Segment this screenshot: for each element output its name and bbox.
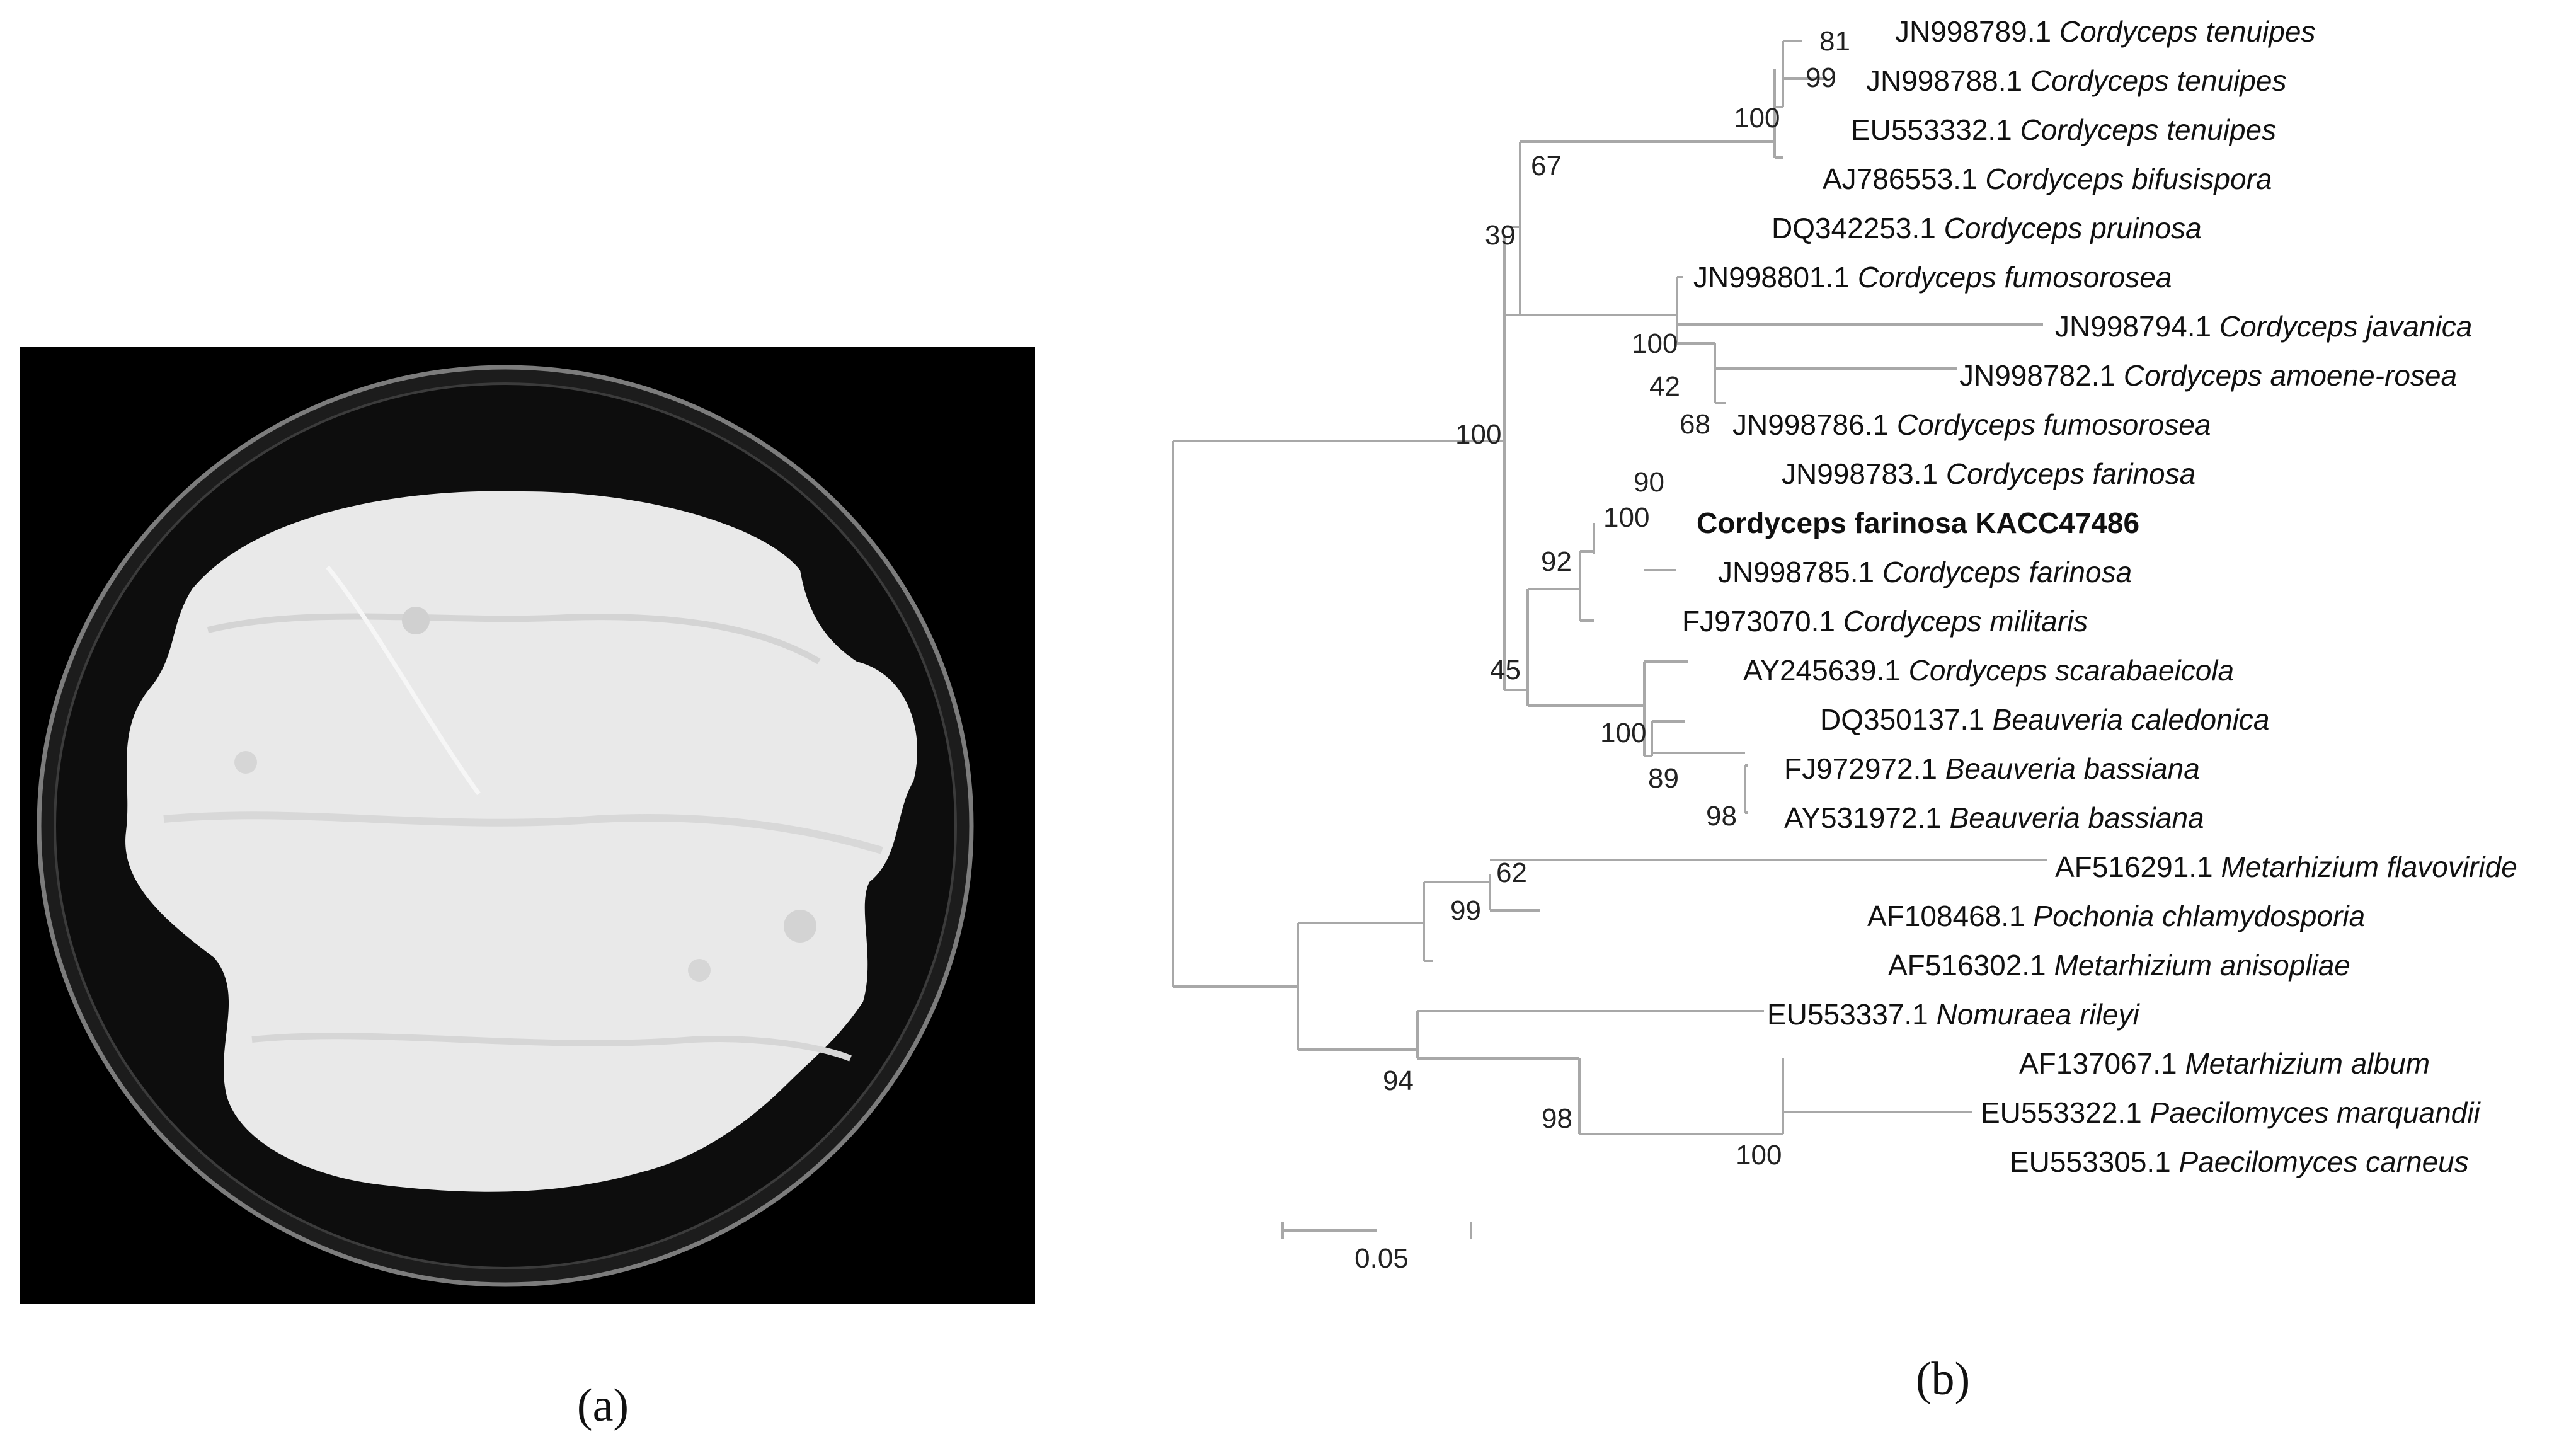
fungal-colony — [125, 491, 917, 1192]
taxon-label: JN998794.1 Cordyceps javanica — [2055, 310, 2472, 343]
panel-a-label: (a) — [577, 1380, 629, 1431]
colony-spot — [688, 959, 711, 982]
colony-texture — [207, 613, 821, 665]
taxon-label: AY531972.1 Beauveria bassiana — [1784, 801, 2204, 834]
taxon-label: JN998801.1 Cordyceps fumosorosea — [1693, 261, 2172, 294]
taxon-label: JN998785.1 Cordyceps farinosa — [1718, 556, 2132, 588]
bootstrap-value: 89 — [1648, 763, 1679, 794]
panel-a-photo — [20, 347, 1035, 1304]
bootstrap-value: 99 — [1450, 895, 1481, 926]
taxon-label: JN998782.1 Cordyceps amoene-rosea — [1959, 359, 2457, 392]
taxon-label: JN998788.1 Cordyceps tenuipes — [1866, 64, 2286, 97]
colony-texture — [163, 811, 883, 854]
colony-spot — [784, 910, 816, 943]
bootstrap-value: 39 — [1485, 220, 1516, 251]
colony-spot — [234, 751, 257, 774]
bootstrap-value: 100 — [1603, 502, 1649, 533]
bootstrap-value: 98 — [1706, 801, 1737, 832]
bootstrap-value: 94 — [1383, 1065, 1414, 1096]
taxon-label: AY245639.1 Cordyceps scarabaeicola — [1743, 654, 2234, 687]
bootstrap-value: 99 — [1806, 62, 1836, 93]
panel-b-label: (b) — [1916, 1353, 1970, 1405]
taxon-label: FJ972972.1 Beauveria bassiana — [1784, 752, 2200, 785]
bootstrap-value: 100 — [1632, 328, 1678, 359]
taxon-label: EU553337.1 Nomuraea rileyi — [1767, 998, 2140, 1031]
scale-bar: 0.05 — [1281, 1222, 1472, 1274]
taxon-label: JN998786.1 Cordyceps fumosorosea — [1732, 408, 2211, 441]
bootstrap-value: 100 — [1736, 1140, 1782, 1171]
bootstrap-value: 81 — [1819, 26, 1850, 57]
colony-spot — [402, 607, 430, 634]
colony-streak — [326, 565, 481, 796]
taxon-label: AF516302.1 Metarhizium anisopliae — [1888, 949, 2350, 982]
bootstrap-value: 100 — [1600, 718, 1646, 748]
taxon-label: AJ786553.1 Cordyceps bifusispora — [1823, 163, 2272, 195]
taxon-label: AF137067.1 Metarhizium album — [2019, 1047, 2430, 1080]
panel-b-tree: JN998789.1 Cordyceps tenuipes JN998788.1… — [1172, 15, 2517, 1274]
taxon-label: FJ973070.1 Cordyceps militaris — [1682, 605, 2088, 638]
bootstrap-value: 92 — [1541, 546, 1572, 577]
bootstrap-value: 45 — [1490, 655, 1521, 685]
taxon-label: AF516291.1 Metarhizium flavoviride — [2055, 851, 2517, 883]
bootstrap-value: 42 — [1649, 371, 1680, 402]
taxon-label: DQ350137.1 Beauveria caledonica — [1820, 703, 2270, 736]
taxon-label-study-strain: Cordyceps farinosa KACC47486 — [1697, 507, 2139, 539]
bootstrap-value: 100 — [1734, 103, 1780, 134]
bootstrap-value: 100 — [1455, 419, 1501, 450]
taxon-label: EU553305.1 Paecilomyces carneus — [2010, 1145, 2469, 1178]
taxon-label: EU553322.1 Paecilomyces marquandii — [1981, 1096, 2481, 1129]
bootstrap-value: 68 — [1680, 409, 1710, 440]
scale-bar-line — [1281, 1222, 1472, 1239]
tree-branches — [1172, 40, 2047, 1135]
taxon-label: JN998783.1 Cordyceps farinosa — [1782, 457, 2195, 490]
colony-texture — [251, 1033, 852, 1062]
taxon-label: DQ342253.1 Cordyceps pruinosa — [1772, 212, 2202, 244]
taxon-label: JN998789.1 Cordyceps tenuipes — [1895, 15, 2315, 48]
taxon-label: EU553332.1 Cordyceps tenuipes — [1851, 113, 2276, 146]
bootstrap-value: 90 — [1634, 467, 1664, 498]
bootstrap-value: 62 — [1496, 857, 1527, 888]
taxon-label: AF108468.1 Pochonia chlamydosporia — [1867, 900, 2365, 932]
scale-bar-label: 0.05 — [1354, 1243, 1409, 1274]
bootstrap-value: 67 — [1531, 151, 1562, 181]
bootstrap-value: 98 — [1542, 1103, 1572, 1134]
